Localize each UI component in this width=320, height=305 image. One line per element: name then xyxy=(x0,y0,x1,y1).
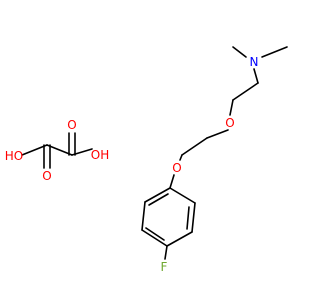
bond-ch2-ch2-lower xyxy=(181,137,208,156)
ring-bond-3 xyxy=(166,231,193,247)
bond-methyl-right-n xyxy=(261,46,288,58)
atom-fluorine: F xyxy=(161,260,168,274)
bond-n-ch2 xyxy=(253,68,259,84)
benzene-ring xyxy=(141,187,196,247)
ring-bond-6 xyxy=(144,187,171,203)
bond-o-ring xyxy=(169,174,175,189)
atom-oxalic-o-top: O xyxy=(67,118,76,132)
bond-ch2-o-upper xyxy=(229,99,234,116)
bond-ch2-ch2-upper xyxy=(232,82,259,101)
bond-methyl-left-n xyxy=(232,46,247,58)
ring-double-2 xyxy=(145,227,165,241)
ring-bond-2 xyxy=(191,202,196,233)
chemical-structure-diagram: N O O F HO OH O O xyxy=(5,46,288,274)
ring-bond-1 xyxy=(169,187,196,204)
bond-ring-f xyxy=(164,245,168,260)
ring-double-3 xyxy=(148,193,169,206)
atom-oxalic-ho-left: HO xyxy=(5,149,23,163)
atom-o-ether-upper: O xyxy=(225,116,234,130)
main-molecule: N O O F xyxy=(141,46,288,274)
bond-ch2-o-lower xyxy=(179,154,183,161)
oxalic-acid: HO OH O O xyxy=(5,118,109,183)
bond-oh-left-c xyxy=(21,144,48,156)
atom-o-ether-lower: O xyxy=(172,161,181,175)
ring-bond-5 xyxy=(141,201,146,231)
structure-canvas: N O O F HO OH O O xyxy=(5,46,288,274)
ring-bond-4 xyxy=(141,229,168,247)
atom-n-amine: N xyxy=(250,55,259,69)
atom-oxalic-oh-right: OH xyxy=(91,148,109,162)
bond-c-c-oxalic xyxy=(46,144,73,156)
ring-double-1 xyxy=(186,206,190,230)
atom-oxalic-o-bottom: O xyxy=(42,169,51,183)
bond-o-ch2-upper xyxy=(206,129,229,139)
